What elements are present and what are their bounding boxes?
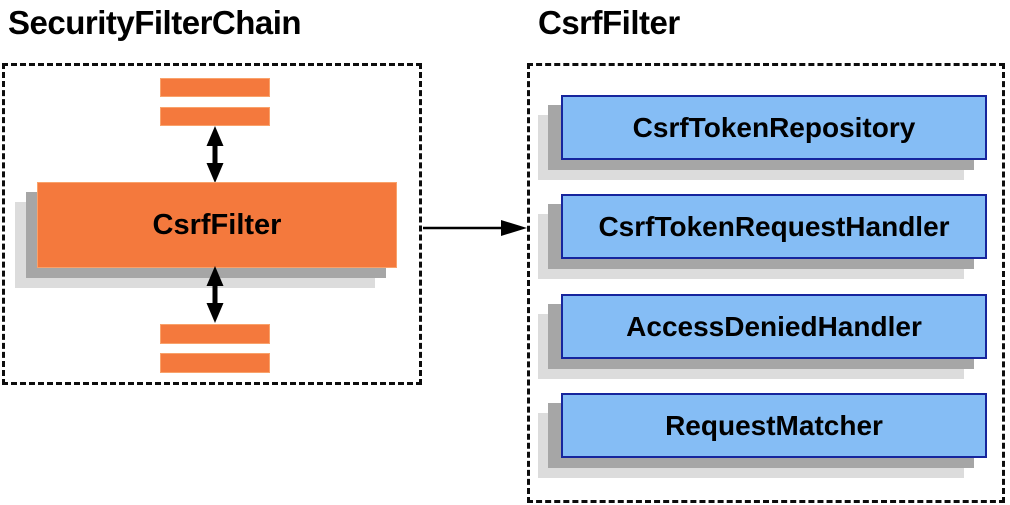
filter-chain-bar-bottom-2 [160, 353, 270, 373]
flow-arrow-icon [423, 220, 527, 236]
component-box-csrf-token-repository: CsrfTokenRepository [561, 95, 987, 160]
component-box-csrf-token-request-handler: CsrfTokenRequestHandler [561, 194, 987, 259]
filter-chain-bar-top-1 [160, 78, 270, 97]
filter-chain-bar-bottom-1 [160, 324, 270, 344]
csrf-filter-box-label: CsrfFilter [152, 208, 282, 241]
component-label: AccessDeniedHandler [626, 310, 922, 342]
security-filter-chain-container [2, 63, 422, 385]
component-label: CsrfTokenRepository [632, 111, 916, 143]
bidirectional-arrow-icon [206, 266, 224, 323]
csrf-filter-panel-title: CsrfFilter [538, 4, 680, 41]
filter-chain-bar-top-2 [160, 107, 270, 126]
component-label: RequestMatcher [665, 409, 883, 441]
csrf-filter-box: CsrfFilter [37, 182, 397, 268]
security-filter-chain-title: SecurityFilterChain [8, 4, 302, 41]
csrf-filter-components-container [527, 63, 1005, 503]
component-box-access-denied-handler: AccessDeniedHandler [561, 294, 987, 359]
bidirectional-arrow-icon [206, 126, 224, 183]
component-label: CsrfTokenRequestHandler [598, 210, 950, 242]
component-box-request-matcher: RequestMatcher [561, 393, 987, 458]
